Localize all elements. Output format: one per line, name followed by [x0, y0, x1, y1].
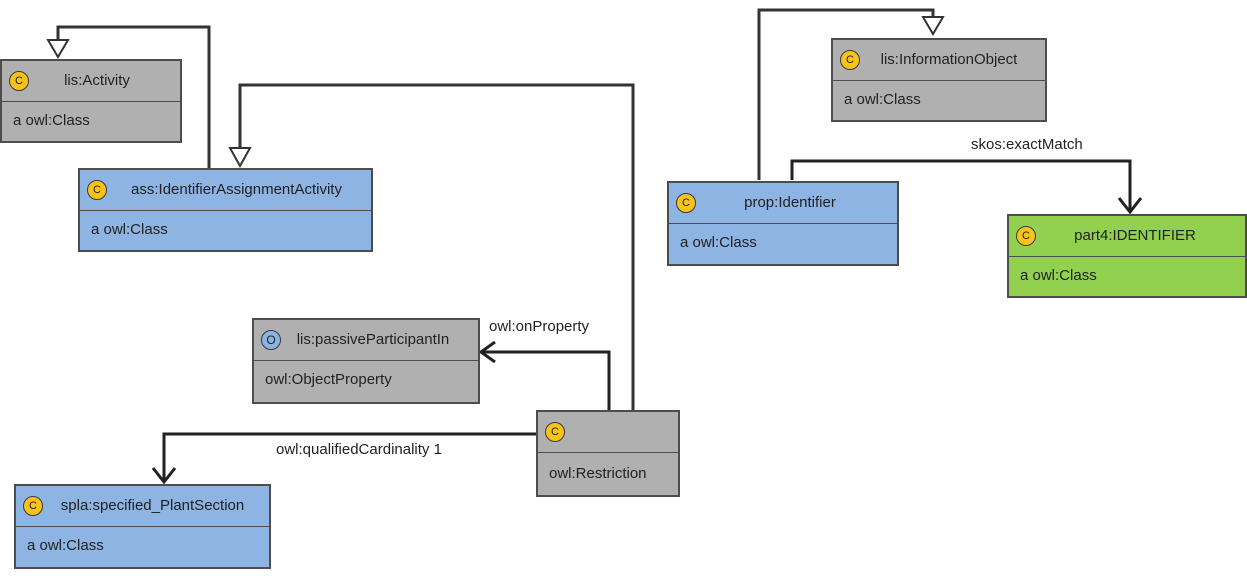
node-header: O lis:passiveParticipantIn — [254, 320, 478, 361]
node-title: lis:passiveParticipantIn — [296, 331, 450, 348]
node-title: spla:specified_PlantSection — [60, 497, 245, 514]
node-header: C prop:Identifier — [669, 183, 897, 224]
arrowhead-open — [151, 467, 177, 485]
node-title: lis:Activity — [64, 72, 130, 89]
edge-label-on-property: owl:onProperty — [489, 318, 590, 335]
edge-subclass-restriction — [238, 83, 635, 410]
node-lis-passive-participant-in[interactable]: O lis:passiveParticipantIn owl:ObjectPro… — [252, 318, 480, 404]
arrowhead-open — [478, 340, 496, 364]
node-header: C — [538, 412, 678, 453]
node-header: C lis:InformationObject — [833, 40, 1045, 81]
node-header: C part4:IDENTIFIER — [1009, 216, 1245, 257]
edge-label-exact-match: skos:exactMatch — [971, 136, 1083, 153]
edge-on-property — [481, 350, 611, 410]
node-type: a owl:Class — [27, 537, 104, 554]
arrowhead-hollow — [921, 16, 945, 36]
arrowhead-open — [1117, 197, 1143, 215]
node-title: lis:InformationObject — [880, 51, 1018, 68]
class-icon: C — [545, 422, 565, 442]
node-owl-restriction[interactable]: C owl:Restriction — [536, 410, 680, 497]
class-icon: C — [676, 193, 696, 213]
node-lis-activity[interactable]: C lis:Activity a owl:Class — [0, 59, 182, 143]
node-title: ass:IdentifierAssignmentActivity — [131, 181, 342, 198]
node-header: C ass:IdentifierAssignmentActivity — [80, 170, 371, 211]
object-property-icon: O — [261, 330, 281, 350]
class-icon: C — [840, 50, 860, 70]
node-title: part4:IDENTIFIER — [1074, 227, 1196, 244]
node-part4-identifier[interactable]: C part4:IDENTIFIER a owl:Class — [1007, 214, 1247, 298]
edge-label-qualified-cardinality: owl:qualifiedCardinality 1 — [276, 441, 442, 458]
arrowhead-hollow — [228, 147, 252, 169]
node-lis-information-object[interactable]: C lis:InformationObject a owl:Class — [831, 38, 1047, 122]
node-type: a owl:Class — [844, 91, 921, 108]
node-type: a owl:Class — [1020, 267, 1097, 284]
node-type: owl:ObjectProperty — [265, 371, 392, 388]
node-identifier-assignment-activity[interactable]: C ass:IdentifierAssignmentActivity a owl… — [78, 168, 373, 252]
node-header: C lis:Activity — [2, 61, 180, 102]
class-icon: C — [87, 180, 107, 200]
node-prop-identifier[interactable]: C prop:Identifier a owl:Class — [667, 181, 899, 266]
node-title: prop:Identifier — [744, 194, 836, 211]
node-spla-specified-plant-section[interactable]: C spla:specified_PlantSection a owl:Clas… — [14, 484, 271, 569]
edge-exact-match — [790, 159, 1132, 212]
class-icon: C — [23, 496, 43, 516]
node-type: owl:Restriction — [549, 465, 647, 482]
node-type: a owl:Class — [91, 221, 168, 238]
arrowhead-hollow — [46, 39, 70, 59]
node-header: C spla:specified_PlantSection — [16, 486, 269, 527]
node-type: a owl:Class — [13, 112, 90, 129]
class-icon: C — [9, 71, 29, 91]
class-icon: C — [1016, 226, 1036, 246]
node-type: a owl:Class — [680, 234, 757, 251]
edge-qualified-cardinality — [162, 432, 537, 482]
